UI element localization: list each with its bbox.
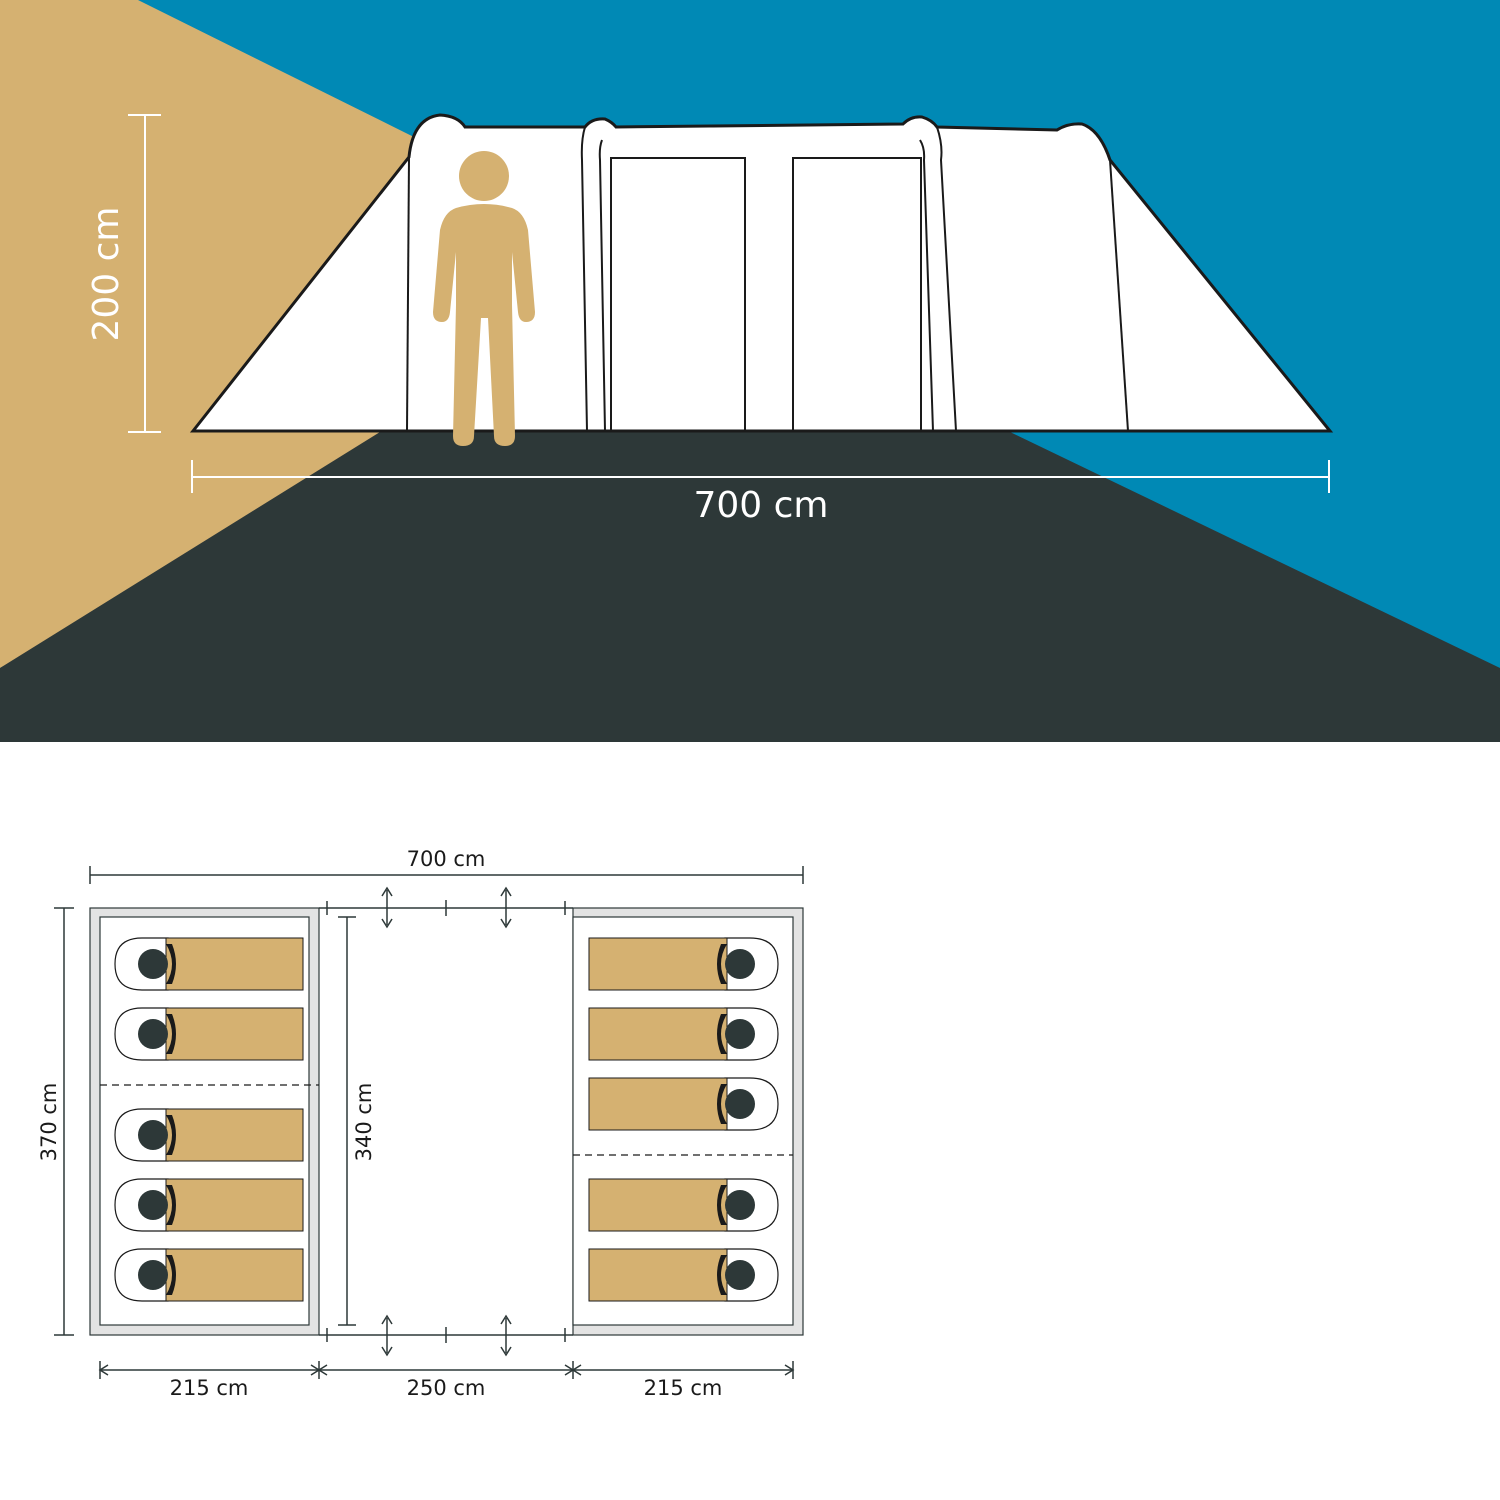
- height-dimension: [128, 114, 161, 433]
- plan-inner-height-dimension: [338, 916, 356, 1326]
- bed-mattress: [588, 1248, 728, 1302]
- bag-hood: [166, 944, 176, 984]
- bag-hood: [166, 1185, 176, 1225]
- bed-mattress: [588, 1178, 728, 1232]
- head-icon: [138, 949, 168, 979]
- length-dimension: [191, 460, 1330, 493]
- head-icon: [138, 1190, 168, 1220]
- sleeping-bag-icon: [588, 1248, 779, 1302]
- center-room-width-label: 250 cm: [407, 1376, 486, 1400]
- head-icon: [138, 1120, 168, 1150]
- door-arrow-top-right: [500, 886, 512, 929]
- head-icon: [725, 1190, 755, 1220]
- sleeping-bag-icon: [588, 937, 779, 991]
- room-width-dimensions: [98, 1361, 795, 1379]
- living-area: [319, 900, 573, 1343]
- tent-door-right: [792, 157, 922, 432]
- head-icon: [725, 1089, 755, 1119]
- head-icon: [725, 1260, 755, 1290]
- bed-mattress: [165, 1248, 304, 1302]
- height-label: 200 cm: [86, 206, 127, 341]
- bag-hood: [717, 1014, 727, 1054]
- bed-mattress: [165, 937, 304, 991]
- head-icon: [138, 1019, 168, 1049]
- bed-mattress: [165, 1007, 304, 1061]
- plan-length-label: 700 cm: [407, 847, 486, 871]
- length-label: 700 cm: [693, 485, 828, 526]
- bed-mattress: [165, 1178, 304, 1232]
- bag-hood: [166, 1014, 176, 1054]
- tent-inner-pole-right: [919, 139, 934, 432]
- door-arrow-bottom-right: [500, 1314, 512, 1357]
- tent-pole-right: [1109, 159, 1129, 432]
- plan-width-label: 370 cm: [37, 1083, 61, 1162]
- door-arrow-top-left: [381, 886, 393, 929]
- sleeping-bag-icon: [588, 1077, 779, 1131]
- bed-mattress: [588, 1007, 728, 1061]
- head-icon: [725, 949, 755, 979]
- right-beds: [588, 937, 779, 1302]
- plan-length-dimension: [89, 866, 804, 884]
- left-room-width-label: 215 cm: [170, 1376, 249, 1400]
- tent-pole-left: [406, 156, 410, 432]
- bag-hood: [166, 1255, 176, 1295]
- bed-mattress: [588, 937, 728, 991]
- side-view: 200 cm 700 cm: [0, 0, 1500, 742]
- right-room-width-label: 215 cm: [644, 1376, 723, 1400]
- door-arrows: [381, 886, 512, 1357]
- sleeping-bag-icon: [114, 1108, 304, 1162]
- tent-pole-center-right: [936, 126, 957, 432]
- sleeping-bag-icon: [114, 1178, 304, 1232]
- sleeping-bag-icon: [588, 1178, 779, 1232]
- tent-inner-pole-left: [598, 139, 606, 432]
- bag-hood: [717, 944, 727, 984]
- plan-inner-height-label: 340 cm: [352, 1083, 376, 1162]
- floor-plan: 700 cm 370 cm: [37, 847, 804, 1400]
- bed-mattress: [588, 1077, 728, 1131]
- head-icon: [138, 1260, 168, 1290]
- tent-pole-center-left: [580, 126, 588, 432]
- sand-light-beam: [0, 0, 430, 668]
- sleeping-bag-icon: [114, 937, 304, 991]
- tent-door-left: [610, 157, 746, 432]
- bag-hood: [717, 1185, 727, 1225]
- sleeping-bag-icon: [114, 1007, 304, 1061]
- bag-hood: [166, 1115, 176, 1155]
- left-beds: [114, 937, 304, 1302]
- bag-hood: [717, 1084, 727, 1124]
- bed-mattress: [165, 1108, 304, 1162]
- bag-hood: [717, 1255, 727, 1295]
- sleeping-bag-icon: [114, 1248, 304, 1302]
- door-arrow-bottom-left: [381, 1314, 393, 1357]
- person-icon: [433, 151, 535, 446]
- head-icon: [725, 1019, 755, 1049]
- plan-width-dimension: [54, 907, 74, 1336]
- sleeping-bag-icon: [588, 1007, 779, 1061]
- ground-floor: [0, 432, 1500, 742]
